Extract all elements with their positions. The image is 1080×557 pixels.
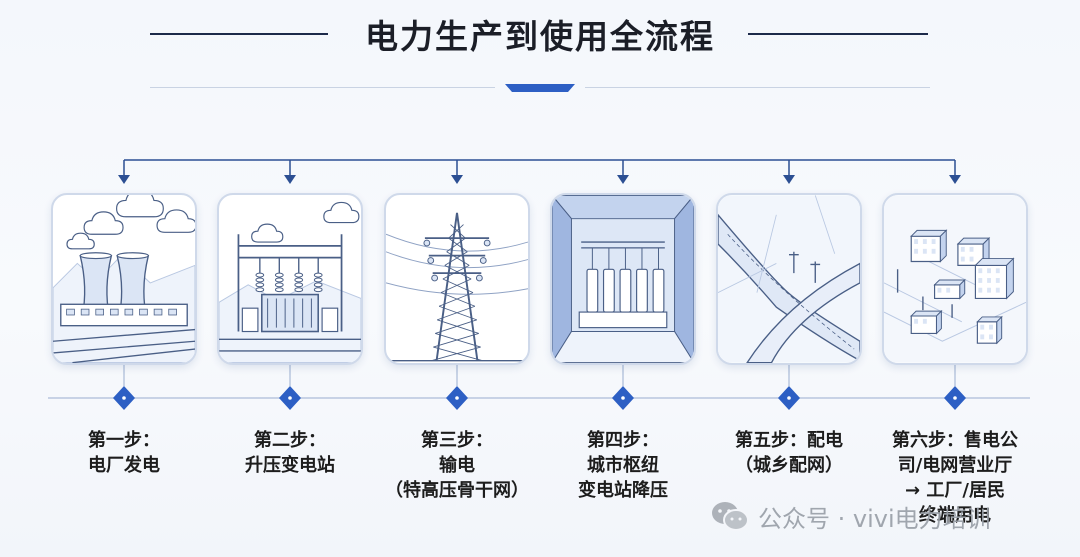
indoor-switchgear-hub-icon [552, 195, 694, 363]
watermark: 公众号 · vivi电力培训 [710, 496, 991, 536]
step-label-line: → 工厂/居民 [905, 480, 1005, 501]
diamond-dot [953, 396, 957, 400]
step-label-3: 第三步： 输电 （特高压骨干网） [382, 428, 532, 503]
diamond-dot [787, 396, 791, 400]
down-arrow-icon [617, 175, 629, 184]
down-arrow-icon [451, 175, 463, 184]
diamond-dot [621, 396, 625, 400]
step-label-2: 第二步： 升压变电站 [215, 428, 365, 478]
step-label-1: 第一步： 电厂发电 [49, 428, 199, 478]
step-label-line: 第二步： [254, 430, 326, 451]
step-label-line: 城市枢纽 [587, 455, 659, 476]
title-rule-left [150, 33, 328, 35]
city-buildings-end-users-icon [884, 195, 1026, 363]
diamond-dot [455, 396, 459, 400]
step-label-line: 电厂发电 [88, 455, 160, 476]
page-title: 电力生产到使用全流程 [365, 17, 715, 56]
down-arrow-icon [284, 175, 296, 184]
step-label-line: 变电站降压 [578, 480, 668, 501]
step-label-line: 司/电网营业厅 [897, 455, 1013, 476]
down-arrow-icon [949, 175, 961, 184]
title-rule-right [748, 33, 928, 35]
down-arrow-icon [783, 175, 795, 184]
watermark-text: 公众号 · vivi电力培训 [758, 504, 991, 533]
step-label-line: 第五步：配电 [735, 430, 843, 451]
diamond-dot [288, 396, 292, 400]
step-label-line: 第六步：售电公 [892, 430, 1018, 451]
step-card-5 [716, 193, 862, 365]
rural-urban-roads-distribution-icon [718, 195, 860, 363]
down-arrow-icon [118, 175, 130, 184]
step-label-line: 终端用电 [919, 505, 991, 526]
step-label-line: 输电 [439, 455, 475, 476]
step-label-line: 第三步： [421, 430, 493, 451]
step-label-5: 第五步：配电 （城乡配网） [714, 428, 864, 478]
power-plant-cooling-towers-icon [53, 195, 195, 363]
step-label-line: （特高压骨干网） [385, 480, 529, 501]
header-accent-bar [505, 84, 575, 92]
step-label-6: 第六步：售电公司/电网营业厅 → 工厂/居民终端用电 [880, 428, 1030, 528]
transmission-tower-icon [386, 212, 528, 362]
step-card-1 [51, 193, 197, 365]
step-card-2 [217, 193, 363, 365]
step-label-4: 第四步： 城市枢纽变电站降压 [548, 428, 698, 503]
step-card-6 [882, 193, 1028, 365]
step-label-line: 升压变电站 [245, 455, 335, 476]
step-card-3 [384, 193, 530, 365]
diamond-dot [122, 396, 126, 400]
step-label-line: （城乡配网） [735, 455, 843, 476]
step-card-4 [550, 193, 696, 365]
step-label-line: 第一步： [88, 430, 160, 451]
step-up-substation-transformer-icon [219, 201, 361, 363]
step-label-line: 第四步： [587, 430, 659, 451]
header-rule-left [150, 87, 495, 88]
wechat-icon [712, 502, 749, 531]
header-rule-right [585, 87, 930, 88]
